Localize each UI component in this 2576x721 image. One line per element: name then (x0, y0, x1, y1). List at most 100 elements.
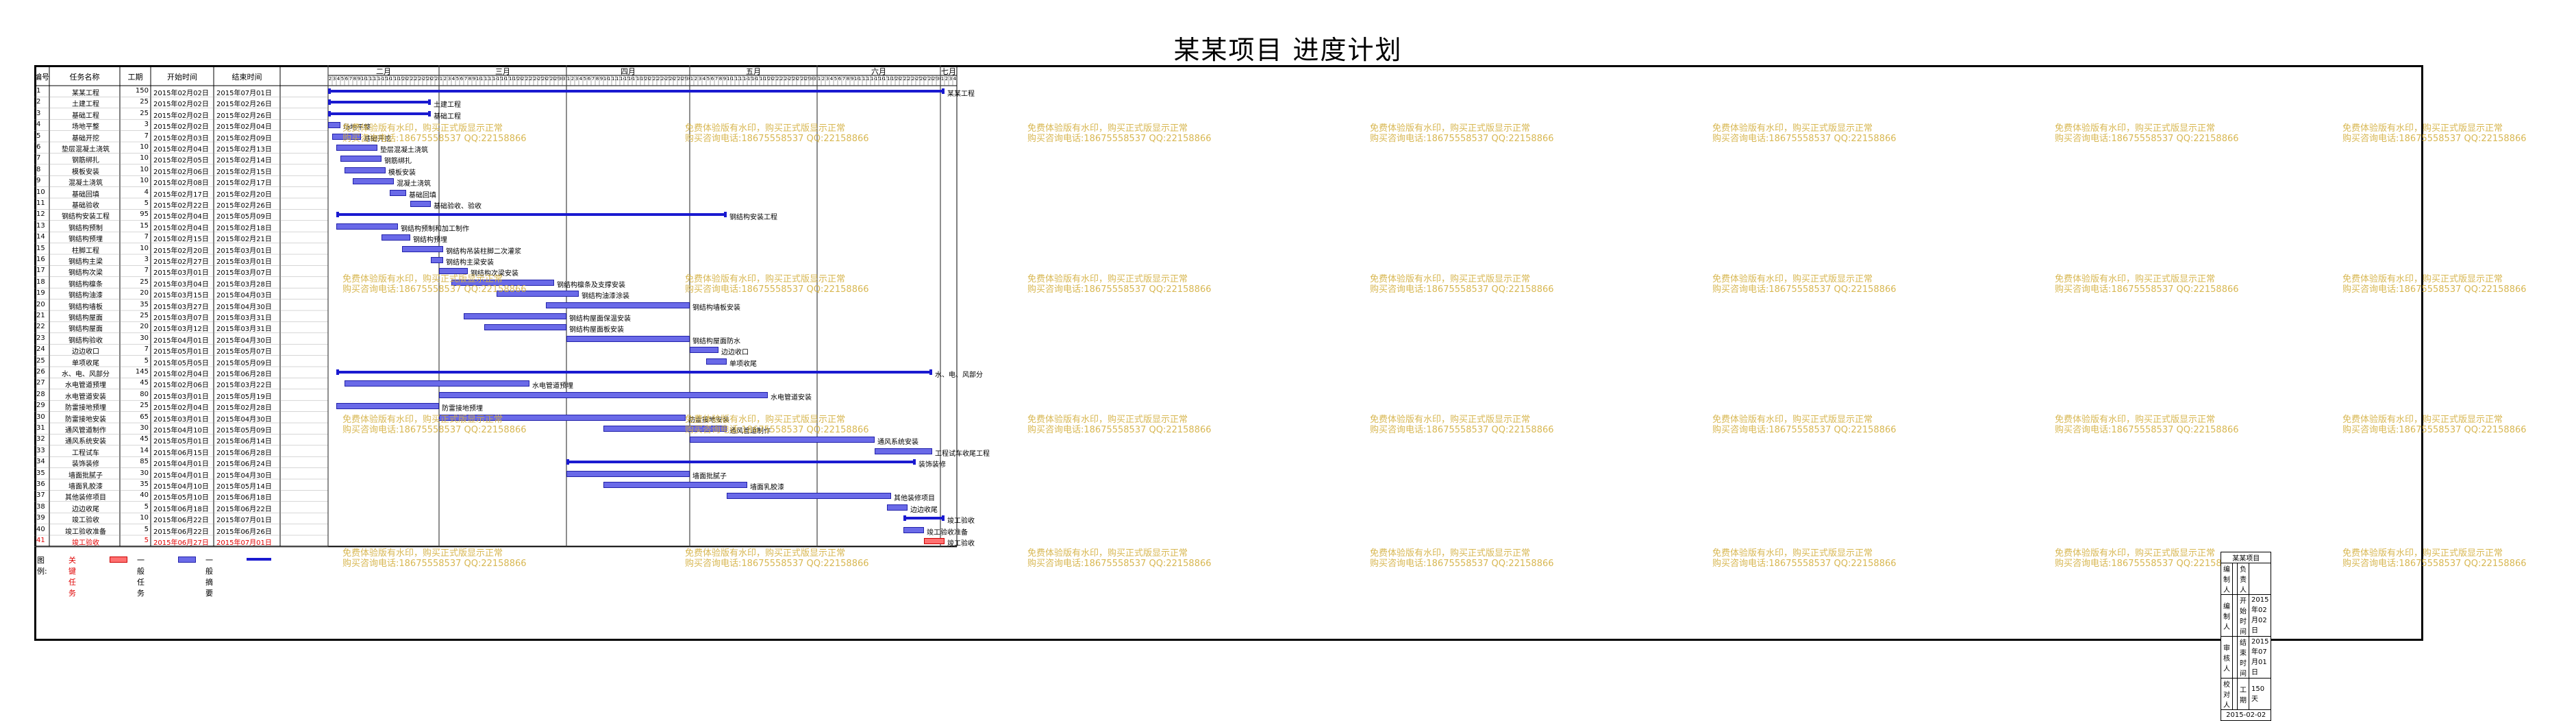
task-bar[interactable] (410, 201, 431, 207)
task-bar[interactable] (345, 167, 386, 173)
task-end: 2015年02月17日 (216, 180, 272, 188)
watermark: 免费体验版有水印，购买正式版显示正常购买咨询电话:18675558537 QQ:… (1370, 415, 1554, 435)
task-end: 2015年04月03日 (216, 292, 272, 300)
day-number: 15 (747, 76, 751, 82)
month-label: 七月 (941, 67, 956, 76)
day-number: 1 (439, 76, 443, 82)
task-name: 钢结构验收 (68, 337, 103, 345)
day-number: 12 (484, 76, 488, 82)
info-value (2232, 594, 2238, 637)
task-end: 2015年05月07日 (216, 348, 272, 356)
summary-bar[interactable] (328, 90, 945, 93)
task-bar[interactable] (390, 189, 406, 196)
summary-cap-left (328, 110, 331, 117)
task-name: 钢结构次梁 (68, 269, 103, 278)
summary-bar[interactable] (328, 112, 431, 115)
task-duration: 5 (144, 525, 149, 533)
day-number: 13 (866, 76, 871, 82)
day-number: 22 (776, 76, 780, 82)
watermark-line1: 免费体验版有水印，购买正式版显示正常 (1370, 123, 1531, 134)
task-bar[interactable] (464, 313, 566, 319)
task-bar[interactable] (332, 133, 361, 140)
task-bar[interactable] (431, 257, 443, 263)
task-bar[interactable] (566, 470, 690, 477)
task-bar[interactable] (328, 122, 340, 129)
day-number: 23 (657, 76, 661, 82)
task-end: 2015年06月26日 (216, 528, 272, 536)
task-bar[interactable] (451, 279, 554, 286)
task-start: 2015年02月04日 (153, 224, 209, 232)
task-bar[interactable] (336, 403, 439, 410)
task-start: 2015年02月04日 (153, 146, 209, 154)
task-duration: 4 (144, 188, 149, 196)
task-bar[interactable] (690, 437, 875, 443)
task-bar[interactable] (603, 426, 727, 432)
task-start: 2015年04月01日 (153, 461, 209, 469)
day-number: 17 (755, 76, 760, 82)
task-bar[interactable] (439, 414, 686, 421)
task-name: 钢结构预制 (68, 224, 103, 232)
task-bar[interactable] (566, 335, 690, 342)
day-number: 18 (636, 76, 640, 82)
task-bar[interactable] (402, 245, 443, 252)
task-bar[interactable] (903, 526, 924, 533)
day-number: 4 (702, 76, 706, 82)
task-bar[interactable] (924, 538, 945, 544)
task-bar[interactable] (345, 380, 529, 387)
task-name: 竣工验收 (72, 517, 99, 525)
watermark-line2: 购买咨询电话:18675558537 QQ:22158866 (2342, 425, 2527, 435)
watermark-line1: 免费体验版有水印，购买正式版显示正常 (685, 274, 846, 284)
day-number: 1 (817, 76, 821, 82)
info-value (2232, 636, 2238, 679)
task-bar[interactable] (484, 324, 566, 331)
task-bar-label: 钢结构主梁安装 (446, 259, 494, 267)
summary-bar[interactable] (336, 213, 727, 217)
summary-cap-right (942, 88, 945, 94)
day-number: 28 (801, 76, 805, 82)
summary-bar[interactable] (328, 101, 431, 104)
legend-summary-swatch (247, 558, 271, 561)
summary-bar[interactable] (903, 517, 945, 520)
task-bar[interactable] (727, 493, 891, 500)
task-bar[interactable] (340, 156, 382, 162)
task-bar-label: 单项收尾 (729, 360, 757, 368)
day-number: 6 (710, 76, 714, 82)
summary-bar[interactable] (336, 371, 932, 374)
task-no: 23 (36, 334, 45, 342)
watermark: 免费体验版有水印，购买正式版显示正常购买咨询电话:18675558537 QQ:… (2342, 548, 2527, 569)
task-name: 墙面乳胶漆 (68, 483, 103, 491)
day-number: 9 (850, 76, 854, 82)
summary-bar[interactable] (566, 461, 916, 464)
task-bar[interactable] (439, 268, 468, 275)
task-name: 竣工验收准备 (65, 528, 106, 536)
watermark-line2: 购买咨询电话:18675558537 QQ:22158866 (1712, 425, 1897, 435)
day-number: 22 (903, 76, 908, 82)
watermark: 免费体验版有水印，购买正式版显示正常购买咨询电话:18675558537 QQ:… (342, 274, 527, 295)
watermark-line1: 免费体验版有水印，购买正式版显示正常 (1370, 548, 1531, 559)
task-bar[interactable] (603, 482, 747, 488)
task-duration: 25 (140, 98, 149, 106)
task-bar[interactable] (336, 145, 377, 151)
task-bar[interactable] (887, 504, 908, 511)
month-label: 四月 (621, 67, 636, 76)
legend-critical-swatch (110, 557, 127, 563)
day-number: 15 (497, 76, 501, 82)
task-end: 2015年02月14日 (216, 157, 272, 165)
task-bar[interactable] (875, 448, 932, 454)
task-start: 2015年04月10日 (153, 483, 209, 491)
watermark-line2: 购买咨询电话:18675558537 QQ:22158866 (1370, 559, 1554, 569)
task-bar[interactable] (497, 291, 579, 297)
day-number: 19 (640, 76, 645, 82)
task-bar-label: 土建工程 (434, 101, 461, 110)
task-bar[interactable] (353, 178, 394, 185)
task-name: 基础工程 (72, 112, 99, 120)
task-start: 2015年06月18日 (153, 505, 209, 513)
task-bar-label: 防雷接地预埋 (442, 405, 483, 413)
task-bar[interactable] (439, 391, 768, 398)
task-bar[interactable] (690, 347, 718, 354)
task-bar[interactable] (546, 302, 690, 308)
task-bar[interactable] (382, 234, 410, 241)
watermark: 免费体验版有水印，购买正式版显示正常购买咨询电话:18675558537 QQ:… (2342, 123, 2527, 144)
task-bar[interactable] (336, 223, 398, 230)
task-bar[interactable] (706, 358, 727, 365)
